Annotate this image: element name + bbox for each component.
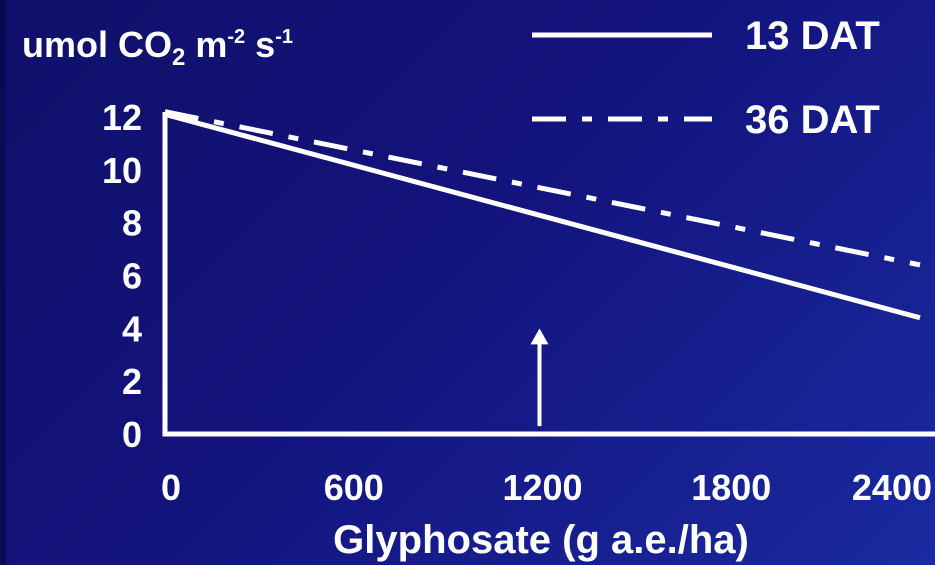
- y-tick-label: 8: [122, 203, 142, 244]
- x-tick-label: 1800: [691, 467, 771, 508]
- y-ticks: 0 2 4 6 8 10 12: [102, 97, 142, 455]
- x-tick-label: 1200: [502, 467, 582, 508]
- legend-label-1: 13 DAT: [745, 14, 880, 58]
- series-line-2: [164, 109, 921, 268]
- arrow-head: [530, 328, 549, 345]
- x-tick-label: 0: [161, 467, 181, 508]
- y-tick-label: 12: [102, 97, 142, 138]
- y-tick-label: 10: [102, 150, 142, 191]
- x-tick-label: 2400: [852, 467, 932, 508]
- x-axis-label: Glyphosate (g a.e./ha): [333, 518, 749, 562]
- x-ticks: 0 600 1200 1800 2400: [161, 467, 932, 508]
- series-lines: [164, 109, 921, 321]
- x-tick-label: 600: [324, 467, 384, 508]
- series-line-1: [164, 111, 921, 321]
- axes: [162, 112, 935, 437]
- annotations: [530, 328, 549, 427]
- y-tick-label: 0: [122, 414, 142, 455]
- y-tick-label: 6: [122, 256, 142, 297]
- legend: 13 DAT 36 DAT: [532, 14, 880, 142]
- y-tick-label: 4: [122, 308, 142, 349]
- slide-left-edge: [0, 0, 6, 565]
- legend-label-2: 36 DAT: [745, 98, 880, 142]
- y-tick-label: 2: [122, 361, 142, 402]
- y-axis-label: umol CO2 m-2 s-1: [22, 24, 293, 71]
